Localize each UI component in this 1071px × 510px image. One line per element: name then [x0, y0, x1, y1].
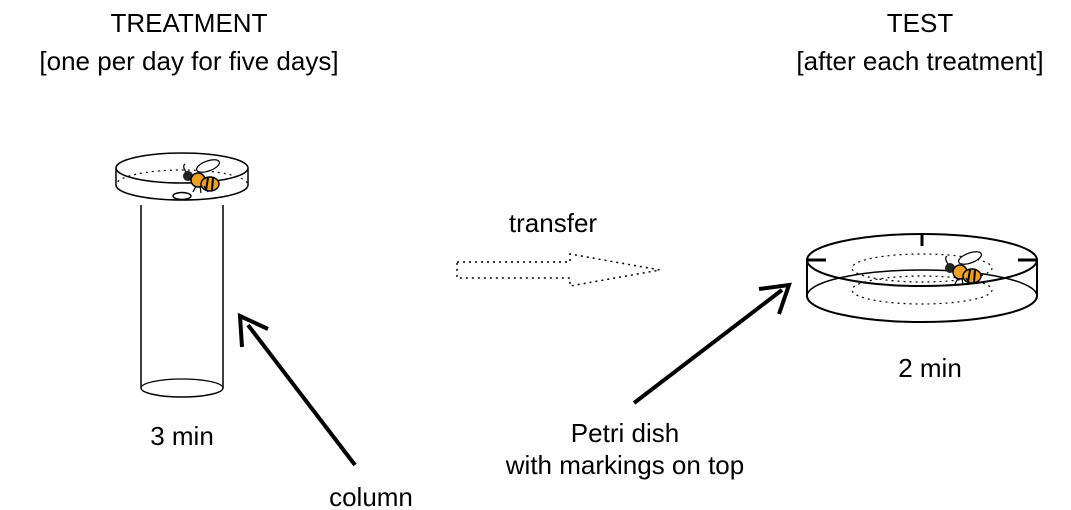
dotted-transfer-arrow-icon [456, 253, 661, 287]
petri-dish-label-line2: with markings on top [505, 450, 745, 480]
treatment-duration: 3 min [150, 421, 214, 451]
column-label: column [329, 482, 413, 510]
petri-pointer-arrow-icon [632, 282, 792, 405]
treatment-title: TREATMENT [110, 8, 268, 38]
column-tube-icon [115, 152, 249, 398]
column-pointer-arrow-icon [237, 312, 357, 467]
treatment-subtitle: [one per day for five days] [39, 46, 339, 76]
petri-dish-label-line1: Petri dish [570, 418, 680, 448]
test-title: TEST [886, 8, 954, 38]
test-subtitle: [after each treatment] [796, 46, 1044, 76]
transfer-label: transfer [508, 208, 598, 238]
bee-icon [182, 156, 222, 194]
petri-dish-icon [806, 233, 1038, 323]
test-duration: 2 min [898, 353, 962, 383]
bee-icon [944, 248, 984, 286]
